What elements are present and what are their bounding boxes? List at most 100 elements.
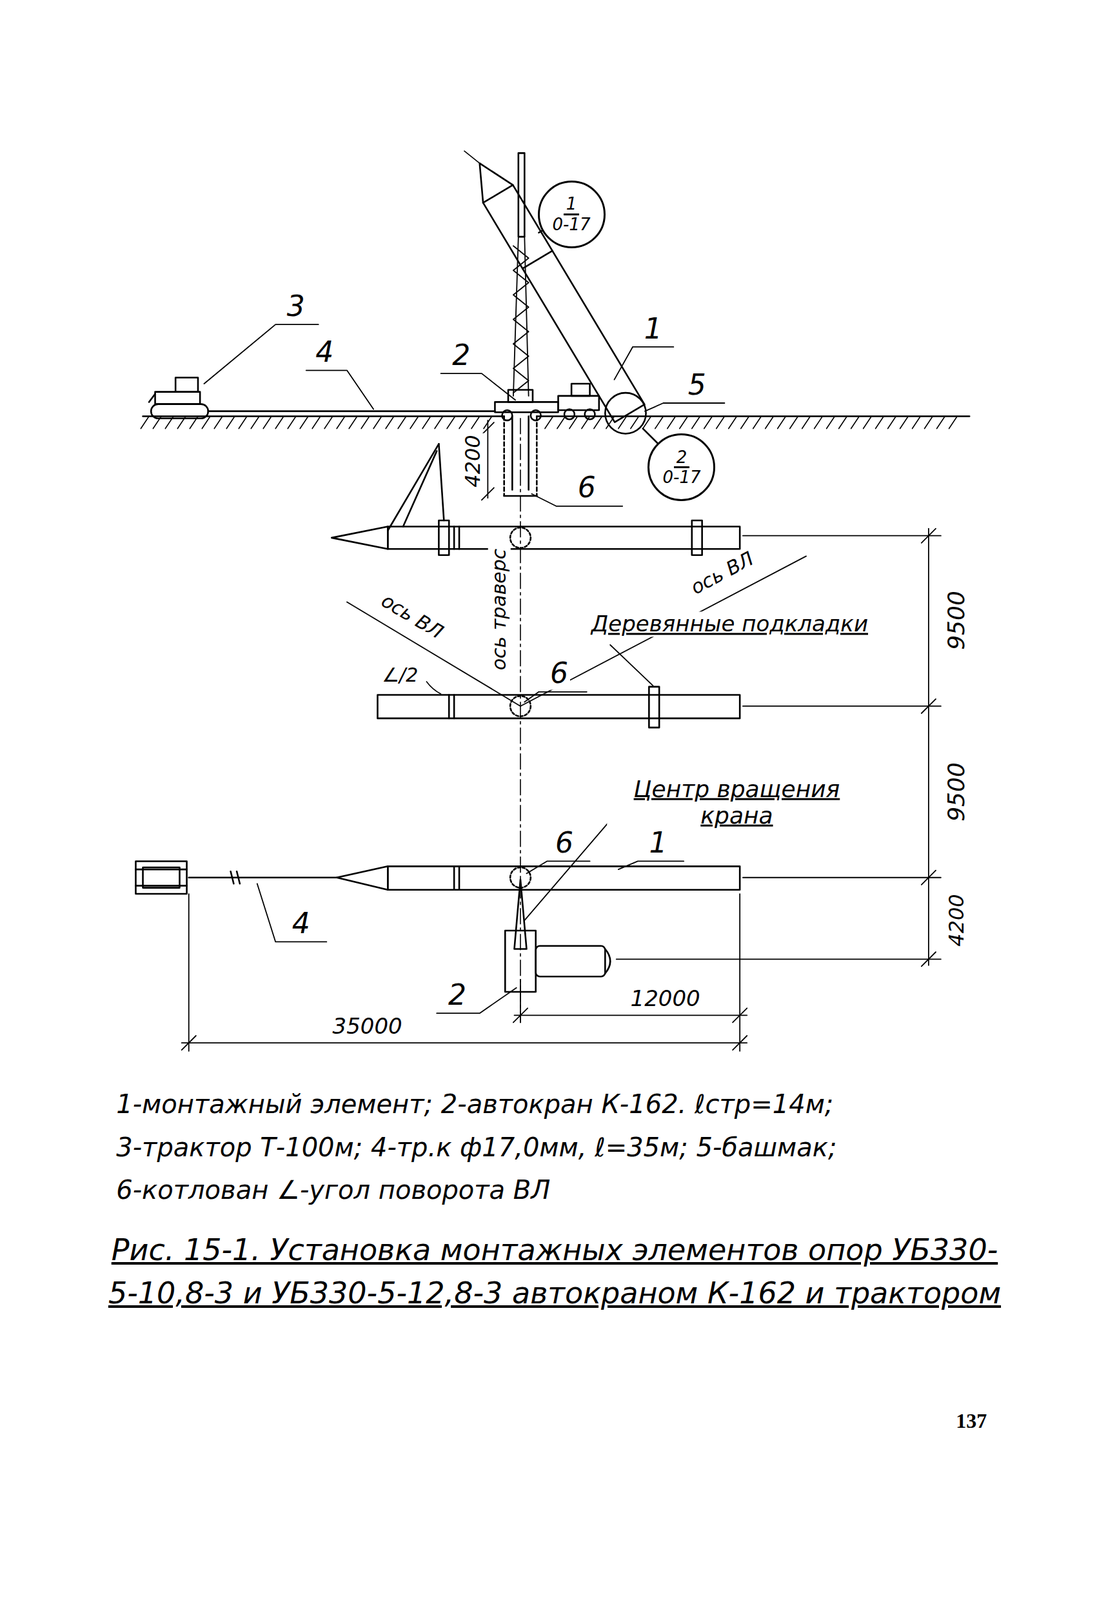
ground-hatch [875, 416, 885, 429]
ground-hatch [385, 416, 395, 429]
leader-line [441, 373, 516, 400]
ground-hatch [238, 416, 248, 429]
mounting-element [522, 250, 553, 269]
dimension: 35000 [330, 1013, 405, 1039]
callout-number: 6 [575, 471, 598, 505]
dimension-line [742, 877, 941, 879]
traverse-axis [519, 418, 522, 1023]
mounting-element [604, 392, 646, 434]
element-plan-middle [648, 686, 660, 728]
mounting-element [483, 185, 513, 204]
ground-hatch [214, 416, 223, 429]
tractor-plan [135, 868, 187, 871]
element-plan-top [331, 526, 388, 549]
sheet-reference: 0-17 [550, 215, 594, 235]
dimension: 4200 [460, 432, 485, 489]
element-plan-bottom [453, 866, 456, 890]
crane-plan [504, 879, 611, 992]
dimension-line [921, 699, 936, 714]
dimension: 12000 [628, 986, 703, 1012]
detail-callout-circle: 20-17 [647, 433, 716, 502]
leader-line [306, 370, 374, 409]
ground-hatch [814, 416, 823, 429]
ground-hatch [924, 416, 934, 429]
element-plan-bottom [387, 866, 740, 890]
callout-number: 2 [450, 338, 473, 372]
detail-number: 2 [673, 448, 691, 469]
callout-number: 5 [686, 368, 709, 402]
ground-hatch [851, 416, 860, 429]
callout-number: 3 [285, 289, 307, 323]
ground-hatch [434, 416, 444, 429]
truck-crane [584, 408, 596, 420]
crane-boom [524, 236, 529, 396]
leader-line [524, 820, 611, 921]
ground-hatch [459, 416, 468, 429]
ground-hatch [287, 416, 297, 429]
ground-hatch [361, 416, 370, 429]
dimension-line [928, 528, 930, 966]
dimension-line [742, 535, 941, 537]
ground-hatch [336, 416, 346, 429]
element-plan-bottom [188, 876, 337, 879]
leader-line [526, 860, 590, 874]
ground-hatch [312, 416, 321, 429]
legend-note: 1-монтажный элемент; 2-автокран К-162. ℓ… [114, 1089, 836, 1119]
truck-crane [530, 410, 542, 421]
pit [503, 416, 505, 496]
callout-number: 6 [553, 826, 576, 860]
ground-hatch [471, 416, 480, 429]
dimension-line [921, 528, 936, 544]
ground-hatch [348, 416, 358, 429]
ground-line [140, 416, 970, 429]
ground-hatch [691, 416, 701, 429]
dimension-line [481, 487, 495, 500]
element-plan-top [438, 443, 444, 521]
pit [511, 416, 514, 491]
dimension-line [732, 1035, 747, 1050]
element-plan-bottom [230, 871, 235, 884]
ground-hatch [655, 416, 664, 429]
dimension-line [181, 1035, 197, 1050]
element-plan-middle [346, 555, 807, 728]
legend-note: 3-трактор Т-100м; 4-тр.к ф17,0мм, ℓ=35м;… [114, 1132, 839, 1163]
leader-line [618, 860, 684, 870]
ground-hatch [753, 416, 762, 429]
ground-hatch [912, 416, 921, 429]
ground-hatch [888, 416, 897, 429]
dimension-line [181, 528, 941, 1052]
sheet-reference: 0-17 [659, 468, 703, 487]
callout-number: 6 [548, 657, 571, 691]
element-plan-top [387, 443, 439, 531]
callout-number: 1 [647, 826, 670, 860]
ground-hatch [410, 416, 419, 429]
dimension-line [616, 958, 941, 960]
mounting-element [464, 150, 480, 164]
leader-line [614, 346, 674, 380]
tractor-plan [135, 860, 187, 894]
note: Деревянные подкладки [589, 612, 870, 638]
pit [527, 416, 530, 491]
callout-number: 2 [446, 978, 469, 1012]
ground-hatch [949, 416, 958, 429]
mounting-element [479, 163, 645, 422]
ground-hatch [802, 416, 811, 429]
leader-line [610, 644, 653, 686]
legend-note: 6-котлован ∠-угол поворота ВЛ [114, 1175, 553, 1205]
ground-hatch [667, 416, 676, 429]
detail-number: 1 [563, 194, 580, 216]
dimension: 9500 [942, 760, 970, 824]
figure-caption: Рис. 15-1. Установка монтажных элементов… [103, 1228, 1007, 1315]
tractor-side [148, 377, 209, 418]
truck-crane [558, 395, 600, 411]
crane-plan [604, 949, 611, 974]
leader-line [203, 324, 318, 384]
element-plan-top [458, 526, 461, 549]
ground-hatch [544, 416, 554, 429]
element-plan-top [403, 450, 437, 527]
element-plan-middle [377, 695, 740, 719]
dimension-line [742, 705, 941, 707]
tractor-side [155, 392, 201, 405]
element-plan-top [387, 526, 740, 549]
dimension-line [732, 1008, 747, 1023]
